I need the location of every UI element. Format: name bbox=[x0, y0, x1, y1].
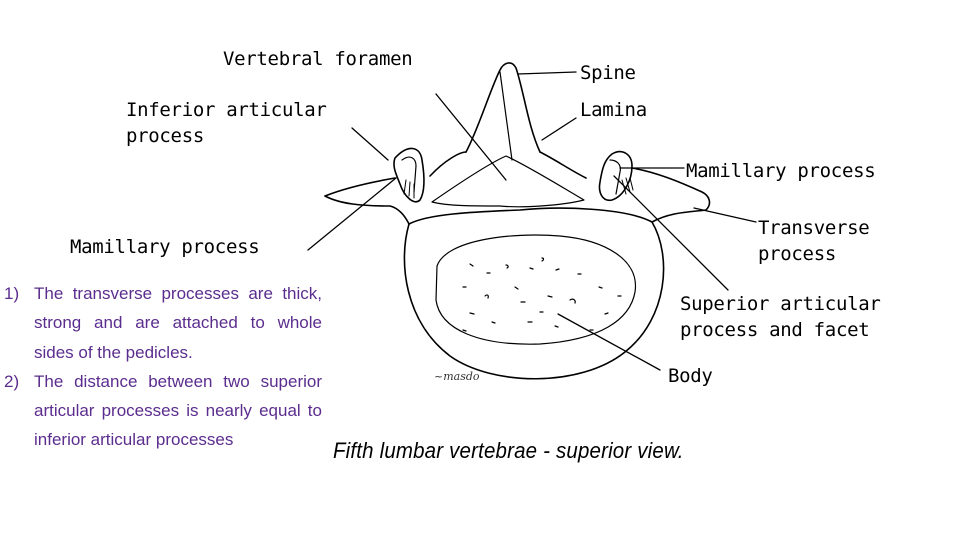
label-vertebral-foramen: Vertebral foramen bbox=[223, 48, 413, 70]
vertebral-body bbox=[403, 207, 665, 380]
label-superior-articular-2: process and facet bbox=[680, 319, 870, 341]
label-transverse-2: process bbox=[758, 243, 836, 265]
left-superior-articular bbox=[393, 147, 425, 203]
label-superior-articular: Superior articular bbox=[680, 293, 881, 315]
label-inferior-articular: Inferior articular bbox=[126, 99, 327, 121]
left-transverse bbox=[324, 177, 410, 225]
left-mamillary-hatch bbox=[403, 179, 415, 199]
right-articular-facet bbox=[609, 159, 621, 195]
label-transverse: Transverse bbox=[758, 217, 870, 239]
note-text: The distance between two superior articu… bbox=[34, 371, 322, 450]
spinous-process bbox=[465, 62, 541, 153]
note-item: 2) The distance between two superior art… bbox=[4, 367, 322, 455]
label-body: Body bbox=[668, 365, 713, 387]
foramen-outline bbox=[431, 155, 585, 208]
notes-list: 1) The transverse processes are thick, s… bbox=[4, 279, 322, 455]
artist-signature: ~masdo bbox=[434, 370, 480, 383]
figure-caption: Fifth lumbar vertebrae - superior view. bbox=[333, 438, 684, 463]
note-number: 1) bbox=[4, 284, 20, 303]
note-text: The transverse processes are thick, stro… bbox=[34, 284, 322, 362]
label-spine: Spine bbox=[580, 62, 636, 84]
label-mamillary-right: Mamillary process bbox=[686, 160, 876, 182]
body-spongy-outline bbox=[435, 234, 636, 345]
label-inferior-articular-2: process bbox=[126, 125, 204, 147]
label-lamina: Lamina bbox=[580, 99, 647, 121]
right-superior-articular bbox=[598, 150, 633, 202]
leader-lines bbox=[307, 71, 757, 371]
right-transverse bbox=[631, 167, 711, 223]
label-mamillary-left: Mamillary process bbox=[70, 236, 260, 258]
left-articular-facet bbox=[401, 156, 417, 193]
right-mamillary-hatch bbox=[621, 177, 634, 195]
lamina-right bbox=[539, 151, 587, 179]
lamina-left bbox=[429, 151, 467, 177]
spine-ridge bbox=[499, 71, 513, 161]
note-number: 2) bbox=[4, 371, 20, 391]
bone-speckles bbox=[462, 257, 622, 332]
note-item: 1) The transverse processes are thick, s… bbox=[4, 279, 322, 367]
